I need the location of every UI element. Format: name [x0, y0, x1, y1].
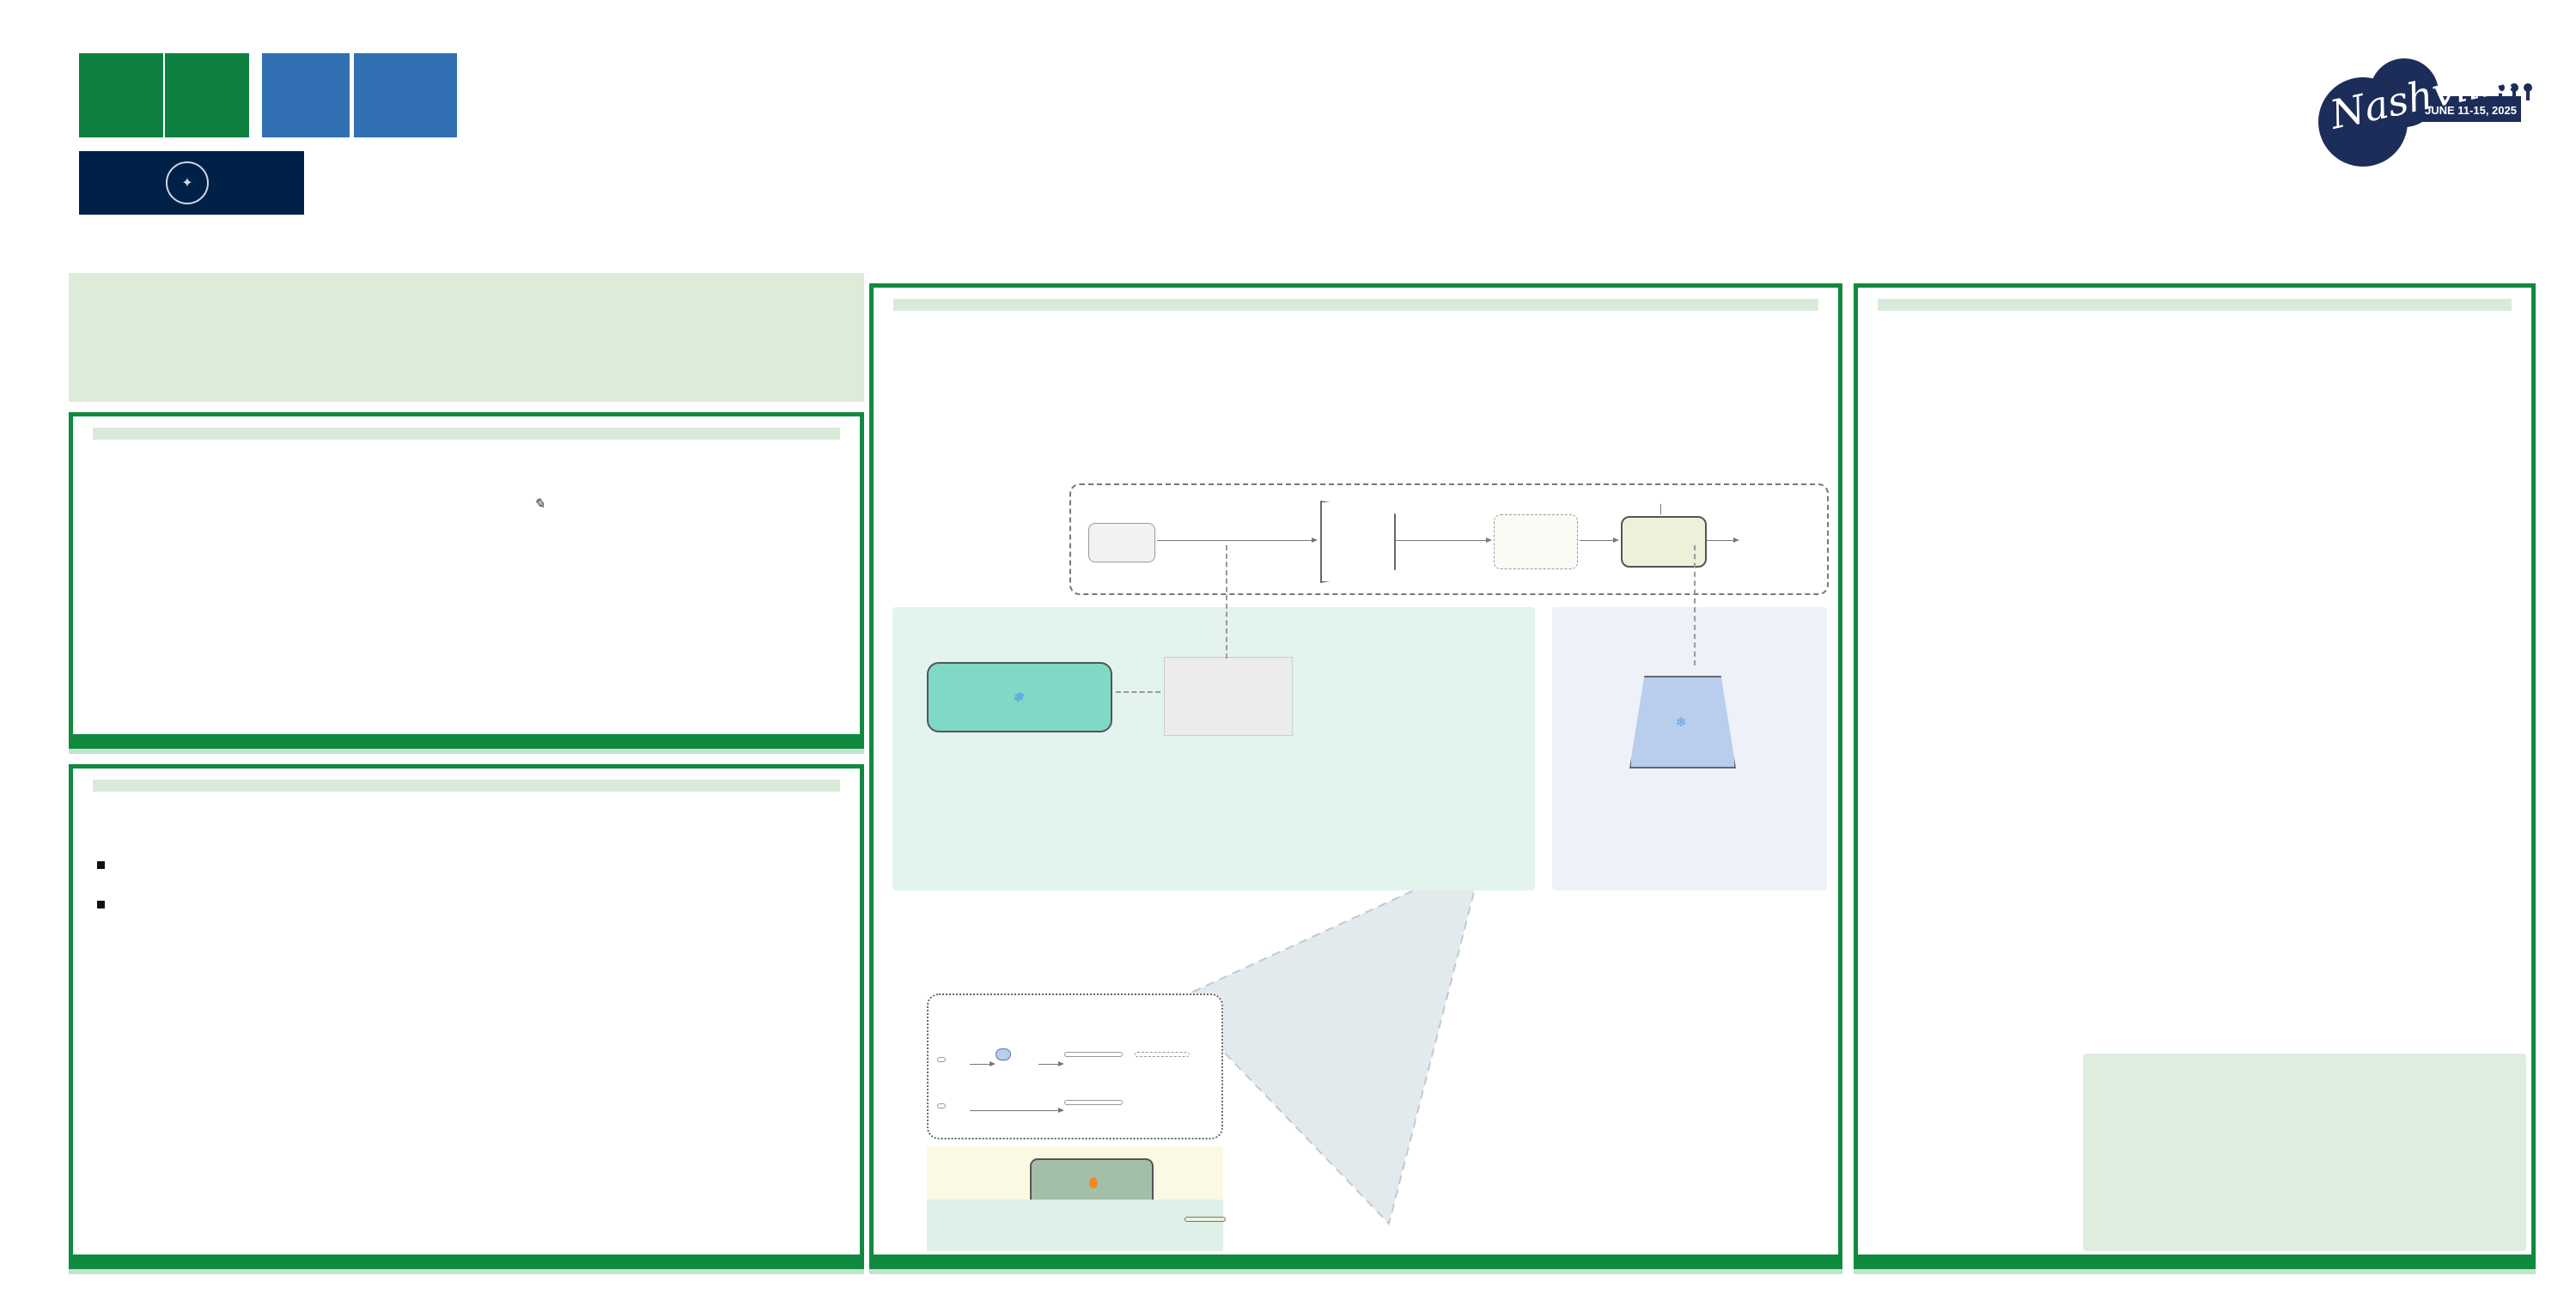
cvpr-dates-text: JUNE 11-15, 2025 [2425, 104, 2517, 117]
cvpr-nashville-logo: Nashville JUNE 11-15, 2025 [2131, 43, 2535, 180]
benchmark-section [69, 764, 864, 1269]
connector-line [1694, 545, 1696, 665]
image-node [937, 1103, 946, 1109]
benchmark-bullets [92, 851, 461, 909]
query-encoder-node [1320, 501, 1396, 583]
connector-line [1116, 691, 1160, 693]
query-embedding-node [1494, 514, 1578, 569]
tum-name-logo [262, 53, 350, 137]
tq-example-text [1164, 657, 1293, 736]
nlq-backbone-chip [1184, 1217, 1226, 1222]
pipeline-mllm-node [1030, 1158, 1154, 1206]
snowflake-icon: ❄ [1675, 715, 1687, 730]
flame-icon [1088, 1176, 1098, 1188]
motivation-section: ✎ [69, 412, 864, 749]
language-space-panel [892, 607, 1535, 890]
zeroshot-band [927, 1200, 1226, 1251]
qr-panel [2083, 1054, 2526, 1251]
conclusion-section [1854, 283, 2536, 1269]
llm-reviser-node: ❄ [927, 662, 1112, 732]
tldr-box [69, 273, 864, 402]
connector-line [1226, 545, 1227, 659]
lmu-name-logo [165, 53, 249, 137]
refinement-donut-chart [587, 896, 731, 1040]
lmu-logo [79, 53, 163, 137]
forged-caption-node [1135, 1052, 1190, 1057]
tum-logo [354, 53, 457, 137]
backbone-diagram [1069, 483, 1829, 595]
visual-encoder-node: ❄ [1629, 676, 1736, 769]
conclusion-title [1878, 299, 2512, 311]
mcml-logo [316, 151, 539, 215]
oxford-logo: ✦ [79, 151, 304, 215]
radar-chart [1867, 1052, 2073, 1267]
benchmark-title [93, 780, 840, 792]
reference-image-node [1064, 1100, 1123, 1105]
guitar-icon: Nashville JUNE 11-15, 2025 [2318, 54, 2532, 167]
refinement-text-node [1064, 1052, 1123, 1057]
motivation-title [93, 428, 840, 440]
caption-node [937, 1057, 946, 1062]
nlq-chip [1088, 523, 1155, 562]
pseudo-mq-pipeline-figure [927, 993, 1226, 1251]
task-formulation-bullet [92, 851, 461, 882]
method-title [893, 299, 1818, 311]
motivation-figure: ✎ [513, 495, 848, 720]
mq-usage-header: ✎ [533, 497, 545, 512]
prediction-head-node [1621, 516, 1707, 568]
refinement-type-figure [451, 835, 853, 1102]
snowflake-icon: ❄ [1012, 690, 1024, 705]
method-section: ❄ ❄ [869, 283, 1842, 1269]
oxford-crest-icon: ✦ [166, 161, 209, 204]
chatgpt-node [996, 1048, 1011, 1060]
